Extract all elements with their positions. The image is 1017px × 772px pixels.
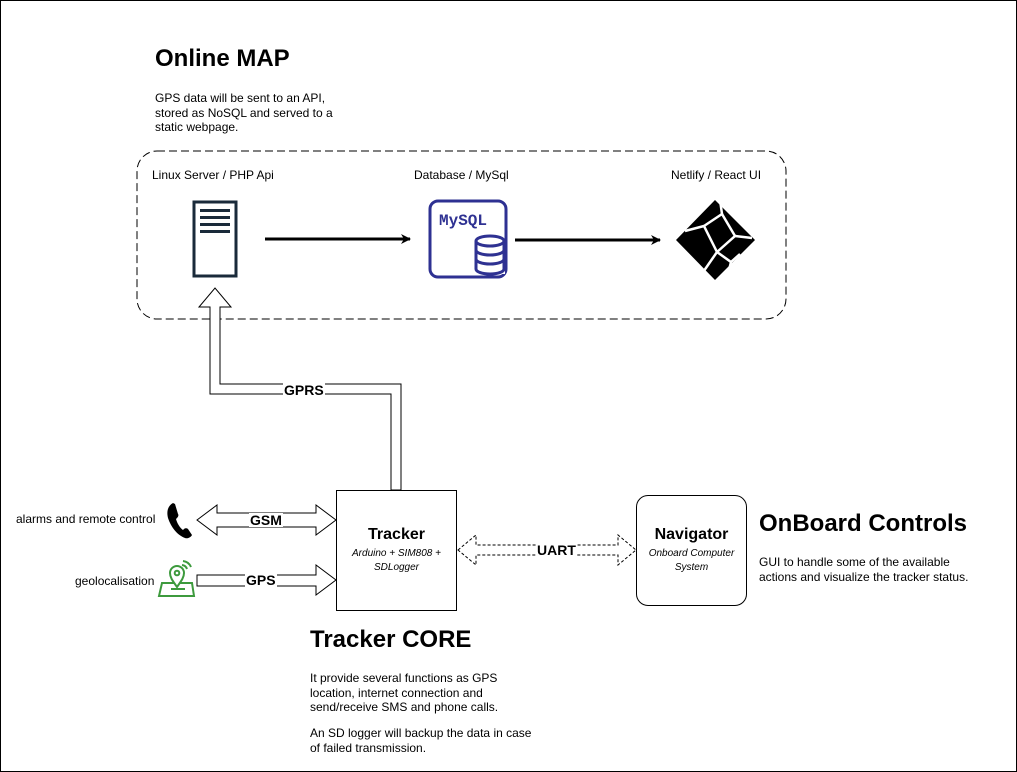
onboard-title: OnBoard Controls bbox=[759, 510, 967, 537]
tracker-subtitle: Arduino + SIM808 + SDLogger bbox=[352, 548, 441, 573]
gprs-label: GPRS bbox=[283, 382, 325, 398]
navigator-subtitle: Onboard Computer System bbox=[648, 548, 735, 573]
online-map-group bbox=[136, 150, 787, 320]
map-pin-icon bbox=[157, 560, 196, 597]
uart-label: UART bbox=[536, 542, 577, 558]
online-map-description: GPS data will be sent to an API, stored … bbox=[155, 91, 333, 134]
database-label: Database / MySql bbox=[414, 168, 509, 182]
online-map-title: Online MAP bbox=[155, 45, 290, 72]
tracker-title: Tracker bbox=[368, 526, 425, 543]
mysql-text: MySQL bbox=[439, 212, 487, 230]
onboard-description: GUI to handle some of the available acti… bbox=[759, 555, 969, 584]
netlify-label: Netlify / React UI bbox=[671, 168, 762, 182]
netlify-icon bbox=[676, 199, 755, 280]
server-label: Linux Server / PHP Api bbox=[152, 168, 274, 182]
alarms-label: alarms and remote control bbox=[16, 512, 156, 526]
gsm-label: GSM bbox=[249, 512, 283, 528]
gps-label: GPS bbox=[245, 572, 277, 588]
navigator-node: Navigator Onboard Computer System bbox=[636, 495, 747, 606]
geolocalisation-label: geolocalisation bbox=[75, 574, 155, 588]
navigator-title: Navigator bbox=[654, 526, 729, 543]
core-description-1: It provide several functions as GPS loca… bbox=[310, 671, 499, 714]
mysql-database-icon: MySQL bbox=[428, 199, 508, 279]
server-icon bbox=[192, 200, 238, 278]
core-description-2: An SD logger will backup the data in cas… bbox=[310, 726, 532, 755]
core-title: Tracker CORE bbox=[310, 626, 472, 653]
phone-icon bbox=[167, 503, 192, 539]
tracker-node: Tracker Arduino + SIM808 + SDLogger bbox=[336, 490, 457, 611]
